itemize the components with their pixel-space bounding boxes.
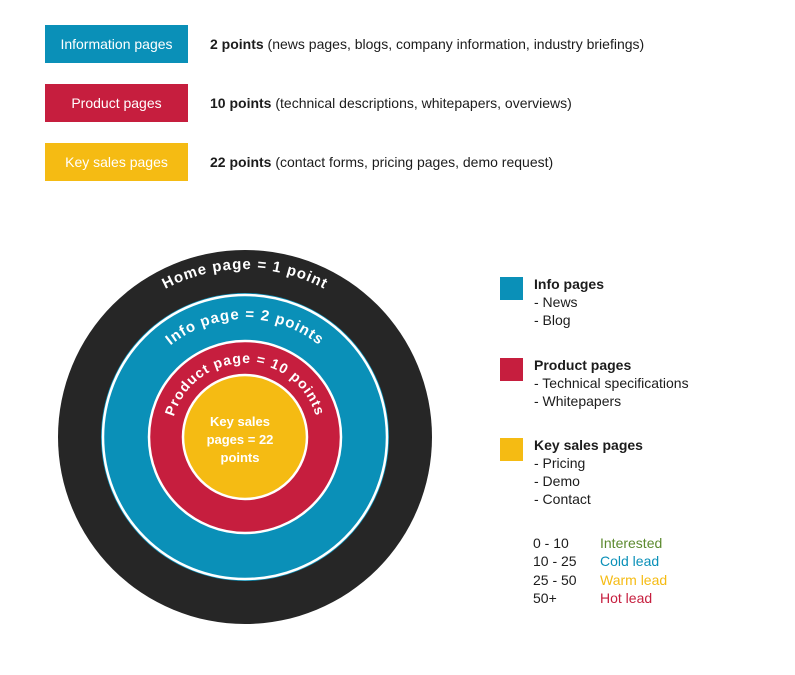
key-examples: (contact forms, pricing pages, demo requ…	[271, 154, 554, 170]
score-label: Interested	[600, 535, 663, 551]
legend-item: - News	[534, 294, 578, 310]
product-pages-badge: Product pages	[45, 84, 188, 122]
legend-info-title: Info pages	[534, 276, 605, 292]
info-pages-description: 2 points (news pages, blogs, company inf…	[210, 36, 644, 52]
info-examples: (news pages, blogs, company information,…	[263, 36, 645, 52]
score-range: 10 - 25	[533, 553, 577, 570]
product-pages-description: 10 points (technical descriptions, white…	[210, 95, 572, 111]
lead-score-scale: 0 - 10 Interested 10 - 25 Cold lead 25 -…	[533, 534, 667, 607]
key-points: 22 points	[210, 154, 272, 170]
info-swatch	[500, 277, 523, 300]
score-label: Hot lead	[600, 589, 653, 606]
legend-item: - Whitepapers	[534, 393, 622, 409]
score-range: 50+	[533, 589, 557, 606]
score-label: Warm lead	[600, 571, 668, 588]
key-sales-swatch	[500, 438, 523, 461]
score-row: 50+ Hot lead	[533, 589, 667, 607]
product-swatch	[500, 358, 523, 381]
category-row-info: Information pages 2 points (news pages, …	[45, 25, 644, 63]
legend-product-title: Product pages	[534, 357, 632, 373]
key-sales-label-line3: points	[221, 450, 260, 465]
legend-item: - Blog	[534, 312, 571, 328]
product-points: 10 points	[210, 95, 272, 111]
legend-item: - Technical specifications	[534, 375, 689, 391]
key-sales-label-line2: pages = 22	[207, 432, 274, 447]
legend-item: - Demo	[534, 473, 580, 489]
legend-key-text: Key sales pages - Pricing - Demo - Conta…	[534, 436, 643, 508]
legend-item: - Contact	[534, 491, 591, 507]
score-range: 25 - 50	[533, 571, 577, 588]
legend-item: - Pricing	[534, 455, 586, 471]
score-range: 0 - 10	[533, 535, 569, 551]
lead-scoring-target: Home page = 1 point Info page = 2 points…	[58, 250, 432, 624]
category-row-product: Product pages 10 points (technical descr…	[45, 84, 572, 122]
key-sales-center	[181, 373, 309, 501]
key-sales-pages-description: 22 points (contact forms, pricing pages,…	[210, 154, 553, 170]
product-examples: (technical descriptions, whitepapers, ov…	[271, 95, 572, 111]
key-sales-pages-badge: Key sales pages	[45, 143, 188, 181]
legend-info-text: Info pages - News - Blog	[534, 275, 604, 329]
score-row: 0 - 10 Interested	[533, 534, 667, 552]
legend-key-title: Key sales pages	[534, 437, 643, 453]
score-row: 10 - 25 Cold lead	[533, 552, 667, 570]
category-row-key: Key sales pages 22 points (contact forms…	[45, 143, 553, 181]
legend-product-text: Product pages - Technical specifications…	[534, 356, 689, 410]
key-sales-label-line1: Key sales	[210, 414, 270, 429]
score-label: Cold lead	[600, 553, 660, 570]
info-points: 2 points	[210, 36, 264, 52]
info-pages-badge: Information pages	[45, 25, 188, 63]
score-row: 25 - 50 Warm lead	[533, 571, 667, 589]
